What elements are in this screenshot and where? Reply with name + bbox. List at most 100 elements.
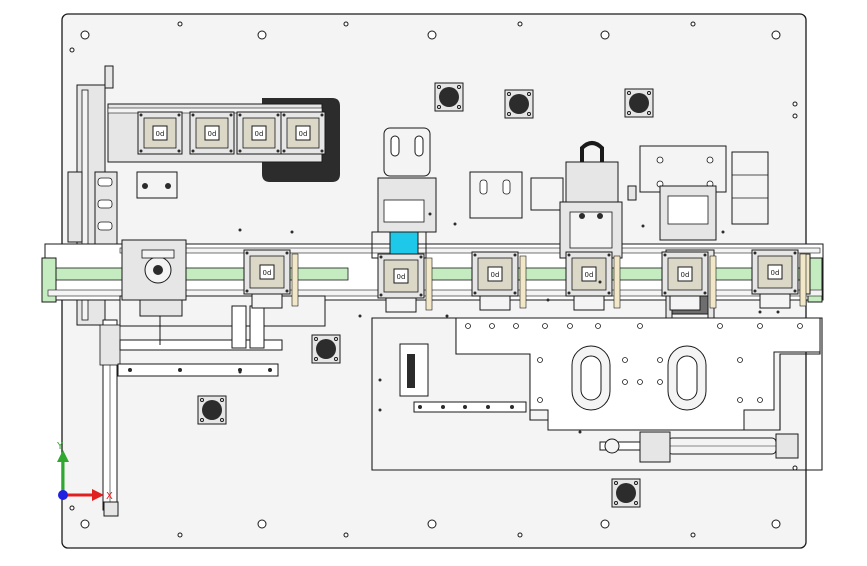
pneumatic-fitting: [604, 438, 620, 454]
socket-screw: [245, 289, 249, 293]
left-mini-bracket-slot: [407, 354, 415, 388]
cylinder-rod-b: [249, 305, 265, 349]
socket-side-guide: [519, 255, 527, 309]
socket-screw: [238, 113, 242, 117]
socket-screw: [473, 291, 477, 295]
socket-screw: [419, 293, 423, 297]
motor-mount: [504, 89, 534, 119]
socket-chip: [259, 264, 275, 280]
socket-base: [479, 295, 511, 311]
triad-y-label: Y: [56, 441, 64, 452]
socket-screw: [177, 149, 181, 153]
misc-fasteners: [238, 212, 780, 434]
socket-screw: [663, 291, 667, 295]
socket-station: 0d: [280, 111, 326, 155]
socket-label: 0d: [681, 271, 690, 279]
slot-mount-left-inner: [580, 355, 602, 401]
socket-screw: [282, 149, 286, 153]
socket-chip: [487, 266, 503, 282]
socket-screw: [177, 113, 181, 117]
pneumatic-cylinder-rod: [599, 441, 641, 451]
socket-side-guide: [709, 255, 717, 309]
socket-station: 0d: [377, 253, 433, 313]
handle-block: [565, 161, 619, 203]
pusher-block-b: [530, 177, 564, 211]
left-side-block: [67, 171, 83, 243]
socket-screw: [191, 149, 195, 153]
socket-screw: [229, 113, 233, 117]
socket-station: 0d: [189, 111, 235, 155]
socket-screw: [567, 253, 571, 257]
socket-station: 0d: [471, 251, 527, 311]
top-left-post: [104, 65, 114, 89]
lower-return-rail: [117, 363, 279, 377]
socket-screw: [419, 255, 423, 259]
socket-screw: [139, 113, 143, 117]
triad-origin: [58, 490, 68, 500]
socket-station: 0d: [751, 249, 807, 309]
socket-label: 0d: [585, 271, 594, 279]
socket-screw: [276, 149, 280, 153]
conveyor-belt-left: [47, 267, 349, 281]
socket-base: [759, 293, 791, 309]
socket-side-guide: [613, 255, 621, 309]
left-loader-hub: [153, 265, 163, 275]
socket-chip: [677, 266, 693, 282]
socket-label: 0d: [771, 269, 780, 277]
socket-side-guide: [799, 253, 807, 307]
socket-screw: [513, 253, 517, 257]
motor-mount: [624, 88, 654, 118]
socket-screw: [513, 291, 517, 295]
pneumatic-cylinder-cap: [775, 433, 799, 459]
motor-mount: [611, 478, 641, 508]
socket-screw: [320, 149, 324, 153]
socket-screw: [753, 251, 757, 255]
right-motor-housing: [731, 151, 769, 225]
lower-plate-cutout: [455, 317, 821, 431]
socket-station: 0d: [661, 251, 717, 311]
socket-screw: [379, 293, 383, 297]
socket-screw: [229, 149, 233, 153]
socket-chip: [581, 266, 597, 282]
socket-chip: [767, 264, 783, 280]
socket-station: 0d: [243, 249, 299, 309]
socket-chip: [152, 125, 168, 141]
lower-return-rail-holes: [128, 368, 272, 372]
socket-chip: [295, 125, 311, 141]
motor-mounts: [197, 82, 654, 508]
socket-screw: [753, 289, 757, 293]
pneumatic-cylinder-head: [639, 431, 671, 463]
socket-screw: [320, 113, 324, 117]
conveyor-top-rail: [119, 247, 821, 254]
socket-base: [385, 297, 417, 313]
socket-screw: [703, 291, 707, 295]
socket-screw: [703, 253, 707, 257]
plate-mounting-holes: [69, 21, 798, 538]
socket-screw: [139, 149, 143, 153]
socket-screw: [473, 253, 477, 257]
guide-tube-collar: [99, 324, 121, 366]
socket-label: 0d: [491, 271, 500, 279]
socket-chip: [251, 125, 267, 141]
socket-chip: [204, 125, 220, 141]
socket-screw: [245, 251, 249, 255]
center-head-slot: [414, 135, 424, 157]
socket-label: 0d: [397, 273, 406, 281]
socket-screw: [282, 113, 286, 117]
lower-tie-bar-holes: [418, 405, 514, 409]
lifting-handle: [580, 141, 604, 162]
coordinate-triad: Y X: [56, 441, 113, 502]
triad-x-label: X: [106, 491, 113, 502]
socket-chip: [393, 268, 409, 284]
left-mount-block-holes: [97, 177, 113, 231]
motor-mount: [311, 334, 341, 364]
conveyor-bottom-rail: [47, 289, 823, 297]
socket-screw: [238, 149, 242, 153]
left-loader-cap: [141, 249, 175, 259]
socket-screw: [793, 289, 797, 293]
lower-tie-bar: [413, 401, 527, 413]
gripper-inner: [569, 211, 613, 249]
motor-mount: [197, 395, 227, 425]
